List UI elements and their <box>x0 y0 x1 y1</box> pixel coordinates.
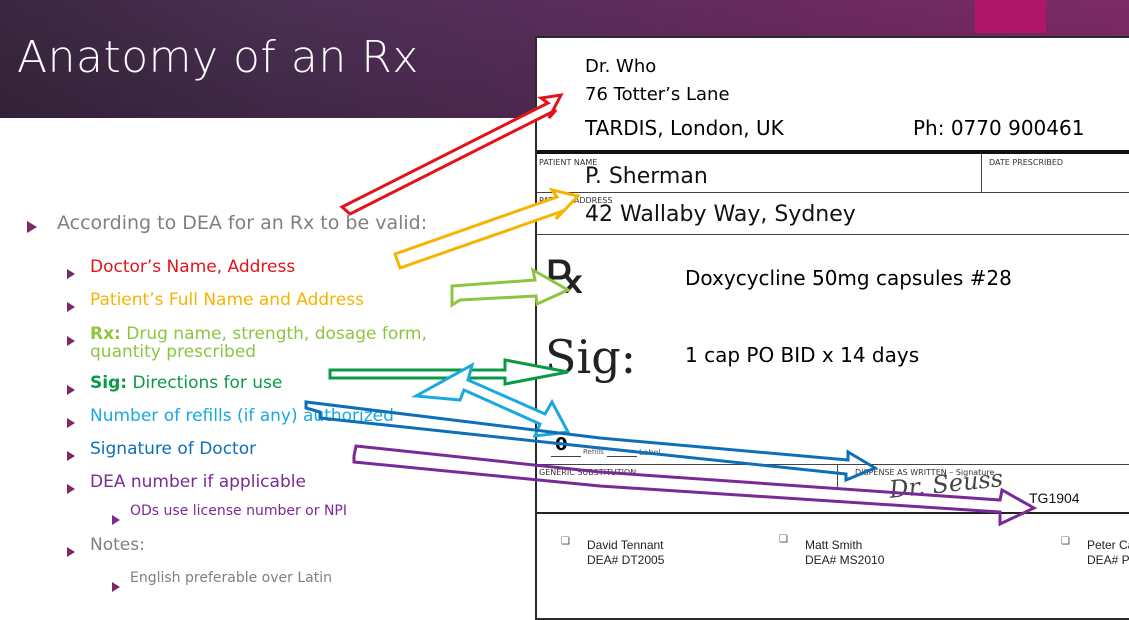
refills-value: 0 <box>555 434 568 455</box>
patient-name-label: PATIENT NAME <box>539 158 598 167</box>
checkbox-icon: ❏ <box>561 536 570 547</box>
daw-divider <box>837 464 838 488</box>
notes-label: Notes: <box>90 535 145 555</box>
phone: Ph: 0770 900461 <box>913 116 1085 140</box>
item-sig: Sig: Directions for use <box>90 373 282 393</box>
checkbox-icon: ❏ <box>779 534 788 545</box>
checkbox-icon: ❏ <box>1061 536 1070 547</box>
item-rx-text: Drug name, strength, dosage form, <box>120 324 427 344</box>
bullet-arrow-icon <box>67 542 75 561</box>
prescriber-3-name: Peter Capaldi <box>1087 538 1129 552</box>
bullet-arrow-icon <box>67 264 75 283</box>
name-rule <box>537 192 1129 193</box>
bullet-arrow-icon <box>27 218 37 237</box>
item-rx-prefix: Rx: <box>90 324 121 344</box>
item-sig-text: Directions for use <box>127 373 283 393</box>
item-signature: Signature of Doctor <box>90 439 257 459</box>
item-dea: DEA number if applicable <box>90 472 306 492</box>
bullet-arrow-icon <box>67 297 75 316</box>
label-label: Label <box>639 448 661 457</box>
date-divider <box>981 154 982 192</box>
dea-number: TG1904 <box>1029 490 1080 506</box>
bullet-list: According to DEA for an Rx to be valid: … <box>0 0 560 604</box>
address-rule <box>537 234 1129 235</box>
item-doctor: Doctor’s Name, Address <box>90 257 296 277</box>
prescriber-1-dea: DEA# DT2005 <box>587 553 665 567</box>
sig-label: Sig: <box>545 330 637 384</box>
bullet-arrow-icon <box>67 446 75 465</box>
address-line2: TARDIS, London, UK <box>585 116 784 140</box>
note-english: English preferable over Latin <box>130 570 332 586</box>
sig-text: 1 cap PO BID x 14 days <box>685 343 920 367</box>
header-rule <box>537 150 1129 154</box>
patient-address: 42 Wallaby Way, Sydney <box>585 202 856 227</box>
bullet-arrow-icon <box>67 413 75 432</box>
address-line1: 76 Totter’s Lane <box>585 84 730 105</box>
bullet-arrow-icon <box>67 479 75 498</box>
item-rx: Rx: Drug name, strength, dosage form, <box>90 324 427 344</box>
item-rx-line2: quantity prescribed <box>90 342 257 362</box>
bullet-arrow-icon <box>67 331 75 350</box>
drug-line: Doxycycline 50mg capsules #28 <box>685 266 1012 290</box>
date-label: DATE PRESCRIBED <box>989 158 1064 167</box>
refills-label: Refills <box>583 448 604 456</box>
prescriber-2-dea: DEA# MS2010 <box>805 553 885 567</box>
accent-square <box>975 0 1046 33</box>
label-line <box>607 456 637 457</box>
prescriber-1-name: David Tennant <box>587 538 664 552</box>
prescription-pad: Dr. Who 76 Totter’s Lane TARDIS, London,… <box>535 36 1129 620</box>
sub-bullet-arrow-icon <box>112 577 120 596</box>
prescriber-2: Matt Smith DEA# MS2010 <box>805 538 884 568</box>
item-refills: Number of refills (if any) authorized <box>90 406 394 426</box>
slide-title: Anatomy of an Rx <box>17 32 419 83</box>
item-patient: Patient’s Full Name and Address <box>90 290 364 310</box>
prescriber-1: David Tennant DEA# DT2005 <box>587 538 664 568</box>
sub-bullet-arrow-icon <box>112 510 120 529</box>
doctor-name: Dr. Who <box>585 56 657 77</box>
item-sig-prefix: Sig: <box>90 373 128 393</box>
sub-item-od: ODs use license number or NPI <box>130 503 347 519</box>
substitution-rule <box>537 464 1129 465</box>
rx-symbol: ℞ <box>545 250 587 304</box>
signature-rule <box>537 512 1129 514</box>
main-bullet: According to DEA for an Rx to be valid: <box>57 212 428 234</box>
bullet-arrow-icon <box>67 380 75 399</box>
prescriber-2-name: Matt Smith <box>805 538 863 552</box>
prescriber-3: Peter Capaldi DEA# PC2013 <box>1087 538 1129 568</box>
refills-line <box>551 456 581 457</box>
generic-substitution-label: GENERIC SUBSTITUTION <box>539 468 637 477</box>
prescriber-3-dea: DEA# PC2013 <box>1087 553 1129 567</box>
patient-name: P. Sherman <box>585 164 708 189</box>
